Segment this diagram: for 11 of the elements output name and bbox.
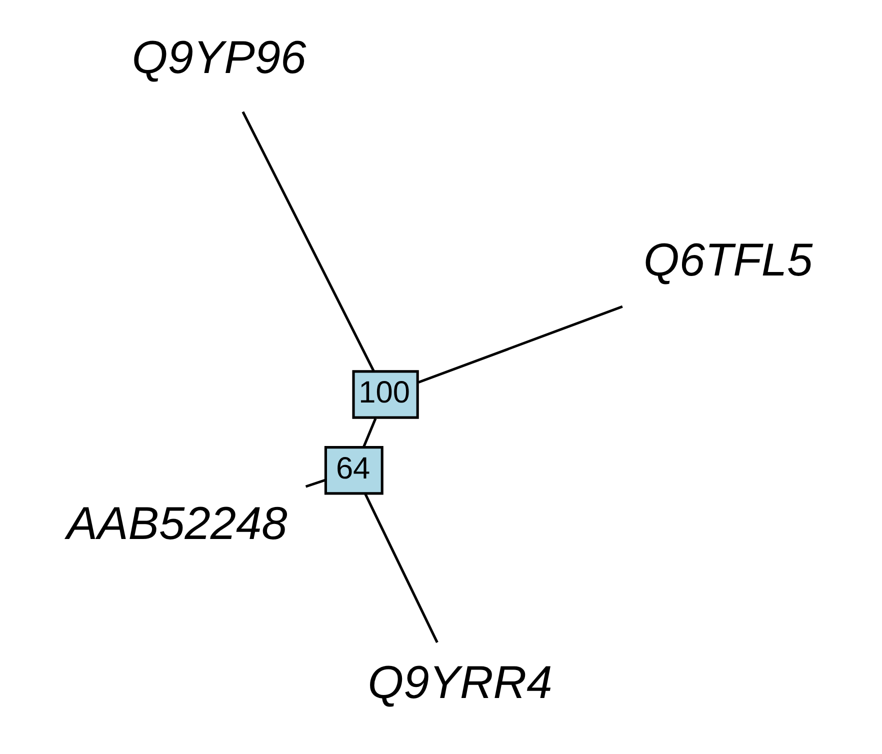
connector bbox=[305, 478, 326, 488]
node-text: Q9YRR4 bbox=[368, 656, 552, 708]
connector bbox=[364, 493, 438, 644]
connector bbox=[418, 305, 623, 384]
connector bbox=[242, 111, 375, 372]
node-text: Q6TFL5 bbox=[643, 234, 813, 286]
node-box: 64 bbox=[324, 446, 384, 495]
node-text: AAB52248 bbox=[66, 497, 288, 550]
node-box: 100 bbox=[352, 370, 419, 419]
node-text: Q9YP96 bbox=[132, 31, 306, 84]
connector bbox=[362, 418, 377, 448]
